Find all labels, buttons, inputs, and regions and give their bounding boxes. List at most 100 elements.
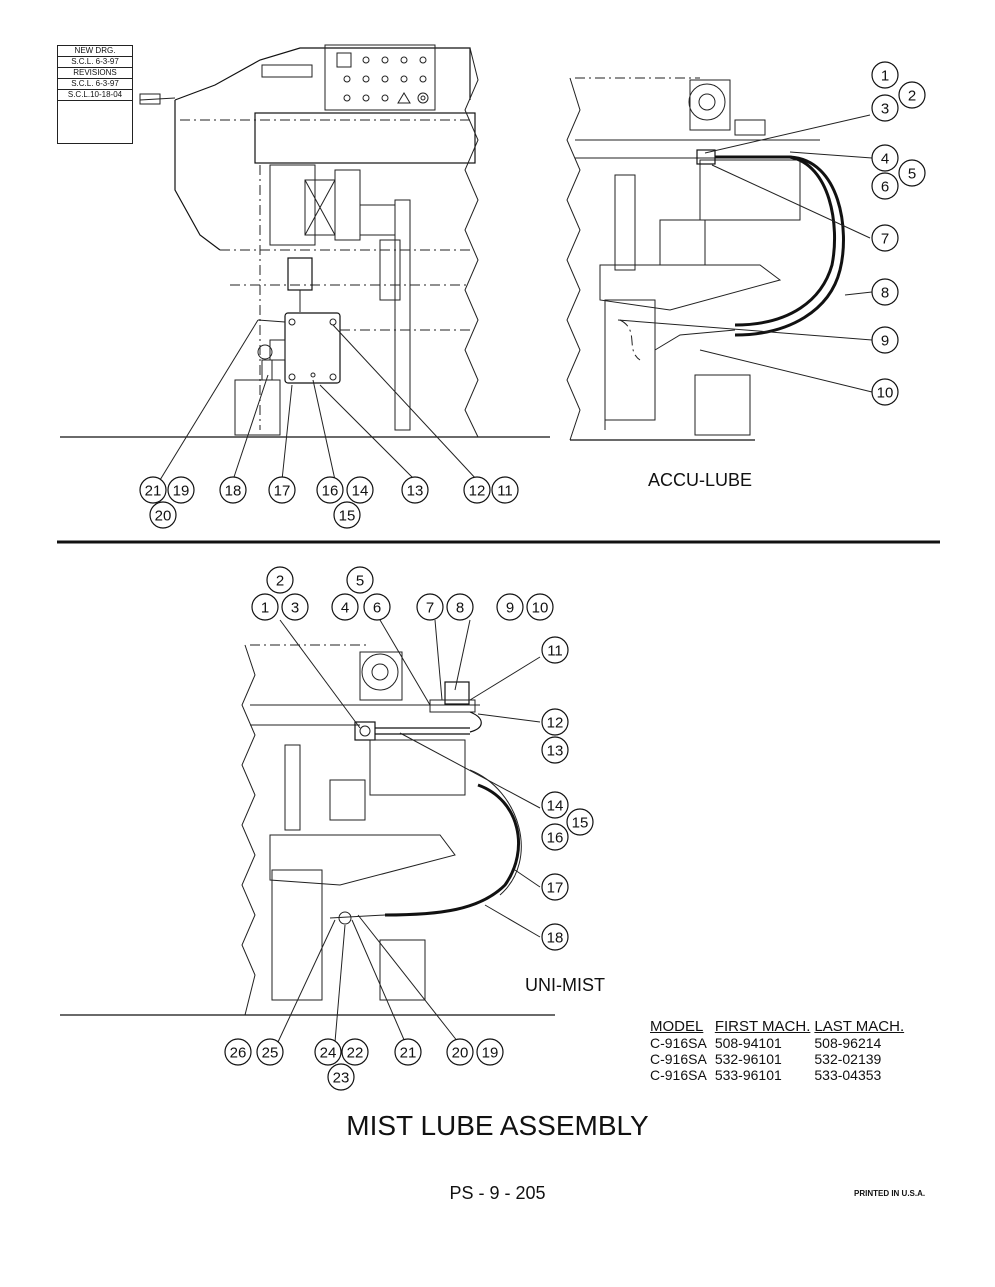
- callout-number: 6: [373, 600, 381, 617]
- callout-circle: [167, 476, 195, 504]
- callout-circle: [346, 476, 374, 504]
- callout-number: 14: [352, 483, 369, 500]
- callout-circle: [871, 172, 899, 200]
- callout-19: 19: [167, 476, 195, 504]
- callout-2: 2: [266, 566, 294, 594]
- uni-mist-view: [60, 619, 555, 1043]
- new-drg-date: S.C.L. 6-3-97: [58, 57, 132, 68]
- callout-21: 21: [139, 476, 167, 504]
- callout-18: 18: [541, 923, 569, 951]
- callout-number: 21: [400, 1045, 417, 1062]
- table-row: C-916SA 508-94101 508-96214: [650, 1035, 908, 1051]
- callout-number: 4: [881, 151, 889, 168]
- callout-circle: [871, 94, 899, 122]
- callout-12: 12: [463, 476, 491, 504]
- callout-circle: [346, 566, 374, 594]
- callout-circle: [898, 81, 926, 109]
- callout-13: 13: [401, 476, 429, 504]
- model-table: MODEL FIRST MACH. LAST MACH. C-916SA 508…: [650, 1018, 908, 1083]
- callout-number: 18: [225, 483, 242, 500]
- callout-circle: [541, 873, 569, 901]
- callout-20: 20: [446, 1038, 474, 1066]
- callout-number: 6: [881, 179, 889, 196]
- callout-circle: [363, 593, 391, 621]
- table-row: C-916SA 533-96101 533-04353: [650, 1067, 908, 1083]
- callout-11: 11: [541, 636, 569, 664]
- last-mach-cell: 508-96214: [814, 1035, 882, 1051]
- callout-number: 19: [482, 1045, 499, 1062]
- callout-circle: [541, 823, 569, 851]
- revision-block: NEW DRG. S.C.L. 6-3-97 REVISIONS S.C.L. …: [57, 45, 133, 144]
- header-last-mach: LAST MACH.: [814, 1018, 905, 1035]
- callout-number: 8: [456, 600, 464, 617]
- callout-number: 11: [497, 483, 513, 500]
- callout-circle: [219, 476, 247, 504]
- printed-in-usa: PRINTED IN U.S.A.: [854, 1189, 926, 1198]
- left-machine-view: [60, 44, 550, 481]
- callout-2: 2: [898, 81, 926, 109]
- callout-number: 16: [547, 830, 564, 847]
- callout-number: 15: [339, 508, 356, 525]
- callout-number: 4: [341, 600, 349, 617]
- callout-number: 2: [908, 88, 916, 105]
- callout-7: 7: [871, 224, 899, 252]
- callout-number: 5: [908, 166, 916, 183]
- callout-12: 12: [541, 708, 569, 736]
- callout-6: 6: [363, 593, 391, 621]
- callout-8: 8: [446, 593, 474, 621]
- callout-circle: [491, 476, 519, 504]
- table-row: C-916SA 532-96101 532-02139: [650, 1051, 908, 1067]
- callout-number: 20: [155, 508, 172, 525]
- accu-lube-label: ACCU-LUBE: [648, 470, 753, 490]
- model-table-header: MODEL FIRST MACH. LAST MACH.: [650, 1018, 908, 1035]
- callout-circle: [268, 476, 296, 504]
- callout-number: 23: [333, 1070, 350, 1087]
- callout-circle: [139, 476, 167, 504]
- callout-number: 13: [407, 483, 424, 500]
- callout-number: 26: [230, 1045, 247, 1062]
- callout-14: 14: [346, 476, 374, 504]
- callout-circle: [871, 278, 899, 306]
- callout-circle: [541, 708, 569, 736]
- callout-circle: [316, 476, 344, 504]
- callout-number: 1: [261, 600, 269, 617]
- callout-number: 7: [426, 600, 434, 617]
- callout-7: 7: [416, 593, 444, 621]
- callout-15: 15: [333, 501, 361, 529]
- callout-number: 25: [262, 1045, 279, 1062]
- callout-circle: [871, 378, 899, 406]
- callout-10: 10: [526, 593, 554, 621]
- callout-number: 9: [881, 333, 889, 350]
- callout-circle: [327, 1063, 355, 1091]
- callout-1: 1: [871, 61, 899, 89]
- callout-number: 19: [173, 483, 190, 500]
- callout-circle: [871, 224, 899, 252]
- revisions-label: REVISIONS: [58, 68, 132, 79]
- last-mach-cell: 533-04353: [814, 1067, 882, 1083]
- callout-number: 9: [506, 600, 514, 617]
- callout-number: 10: [877, 385, 894, 402]
- callout-4: 4: [871, 144, 899, 172]
- callout-number: 13: [547, 743, 564, 760]
- header-first-mach: FIRST MACH.: [714, 1018, 811, 1035]
- header-model: MODEL: [650, 1018, 704, 1035]
- callout-number: 20: [452, 1045, 469, 1062]
- callout-1: 1: [251, 593, 279, 621]
- model-cell: C-916SA: [650, 1051, 707, 1067]
- callout-number: 18: [547, 930, 564, 947]
- revision-blank: [58, 101, 132, 143]
- model-cell: C-916SA: [650, 1067, 707, 1083]
- callout-26: 26: [224, 1038, 252, 1066]
- callout-20: 20: [149, 501, 177, 529]
- callout-circle: [331, 593, 359, 621]
- callout-17: 17: [268, 476, 296, 504]
- callout-17: 17: [541, 873, 569, 901]
- new-drg-label: NEW DRG.: [58, 46, 132, 57]
- callout-number: 24: [320, 1045, 337, 1062]
- revision-entry-1: S.C.L. 6-3-97: [58, 79, 132, 90]
- accu-lube-view: [566, 77, 873, 441]
- callout-3: 3: [281, 593, 309, 621]
- callout-number: 15: [572, 815, 589, 832]
- callout-number: 12: [469, 483, 486, 500]
- callout-circle: [898, 159, 926, 187]
